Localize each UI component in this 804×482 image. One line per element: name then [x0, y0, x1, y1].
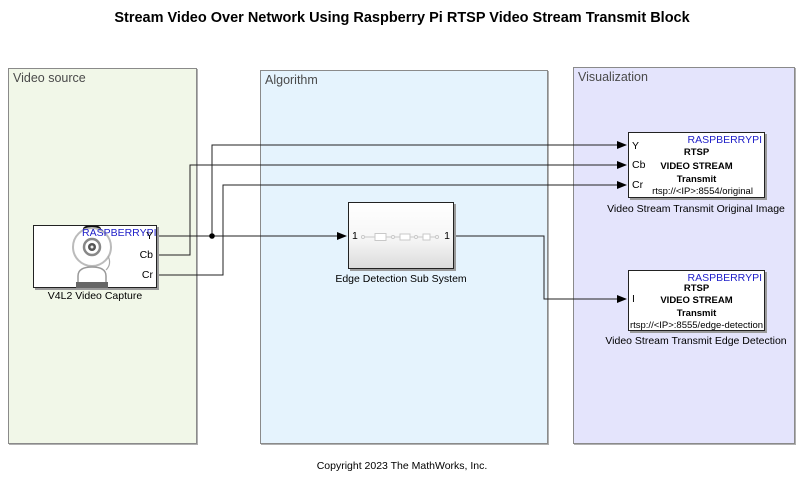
- block-video-stream-transmit-original[interactable]: RASPBERRYPI Y Cb Cr RTSP VIDEO STREAM Tr…: [628, 132, 765, 198]
- input-port-y[interactable]: Y: [632, 140, 640, 152]
- rtsp-url: rtsp://<IP>:8555/edge-detection: [629, 320, 764, 331]
- signal-cr-to-transmit[interactable]: [157, 181, 627, 276]
- area-label: Video source: [13, 71, 86, 85]
- area-visualization[interactable]: Visualization: [573, 67, 795, 444]
- model-title: Stream Video Over Network Using Raspberr…: [114, 10, 690, 26]
- block-video-stream-transmit-edge[interactable]: RASPBERRYPI I RTSP VIDEO STREAM Transmit…: [628, 270, 765, 331]
- area-label: Algorithm: [265, 73, 318, 87]
- block-line-video-stream: VIDEO STREAM: [660, 161, 733, 172]
- input-port-i[interactable]: I: [632, 293, 635, 305]
- block-line-rtsp: RTSP: [683, 147, 710, 158]
- block-line-transmit: Transmit: [676, 174, 717, 185]
- input-port-cr[interactable]: Cr: [632, 179, 644, 191]
- brand-label: RASPBERRYPI: [687, 272, 763, 284]
- block-edge-detection-subsystem[interactable]: 1 1: [348, 202, 454, 269]
- signal-y-to-transmit[interactable]: [211, 141, 627, 236]
- area-label: Visualization: [578, 70, 648, 84]
- webcam-icon: [72, 226, 112, 288]
- block-caption: Video Stream Transmit Original Image: [607, 203, 785, 215]
- brand-label: RASPBERRYPI: [82, 227, 157, 239]
- brand-label: RASPBERRYPI: [687, 134, 763, 146]
- rtsp-url: rtsp://<IP>:8554/original: [652, 186, 753, 197]
- block-caption: V4L2 Video Capture: [47, 290, 143, 302]
- block-caption: Edge Detection Sub System: [335, 273, 467, 285]
- copyright-notice: Copyright 2023 The MathWorks, Inc.: [316, 460, 488, 472]
- block-line-rtsp: RTSP: [683, 283, 710, 294]
- output-port-cr[interactable]: Cr: [141, 269, 153, 281]
- input-port-1[interactable]: 1: [352, 230, 358, 242]
- output-port-cb[interactable]: Cb: [139, 249, 153, 261]
- block-v4l2-video-capture[interactable]: RASPBERRYPI Y Cb Cr: [33, 225, 157, 288]
- block-line-transmit: Transmit: [676, 308, 717, 319]
- signal-edge-to-transmit[interactable]: [455, 235, 627, 303]
- output-port-1[interactable]: 1: [444, 230, 450, 242]
- subsystem-preview-icon: [361, 233, 439, 241]
- input-port-cb[interactable]: Cb: [632, 159, 646, 171]
- signal-cb-to-transmit[interactable]: [157, 161, 627, 256]
- block-caption: Video Stream Transmit Edge Detection: [605, 335, 787, 347]
- block-line-video-stream: VIDEO STREAM: [660, 295, 733, 306]
- branch-point: [209, 233, 215, 239]
- output-port-y[interactable]: Y: [145, 230, 153, 242]
